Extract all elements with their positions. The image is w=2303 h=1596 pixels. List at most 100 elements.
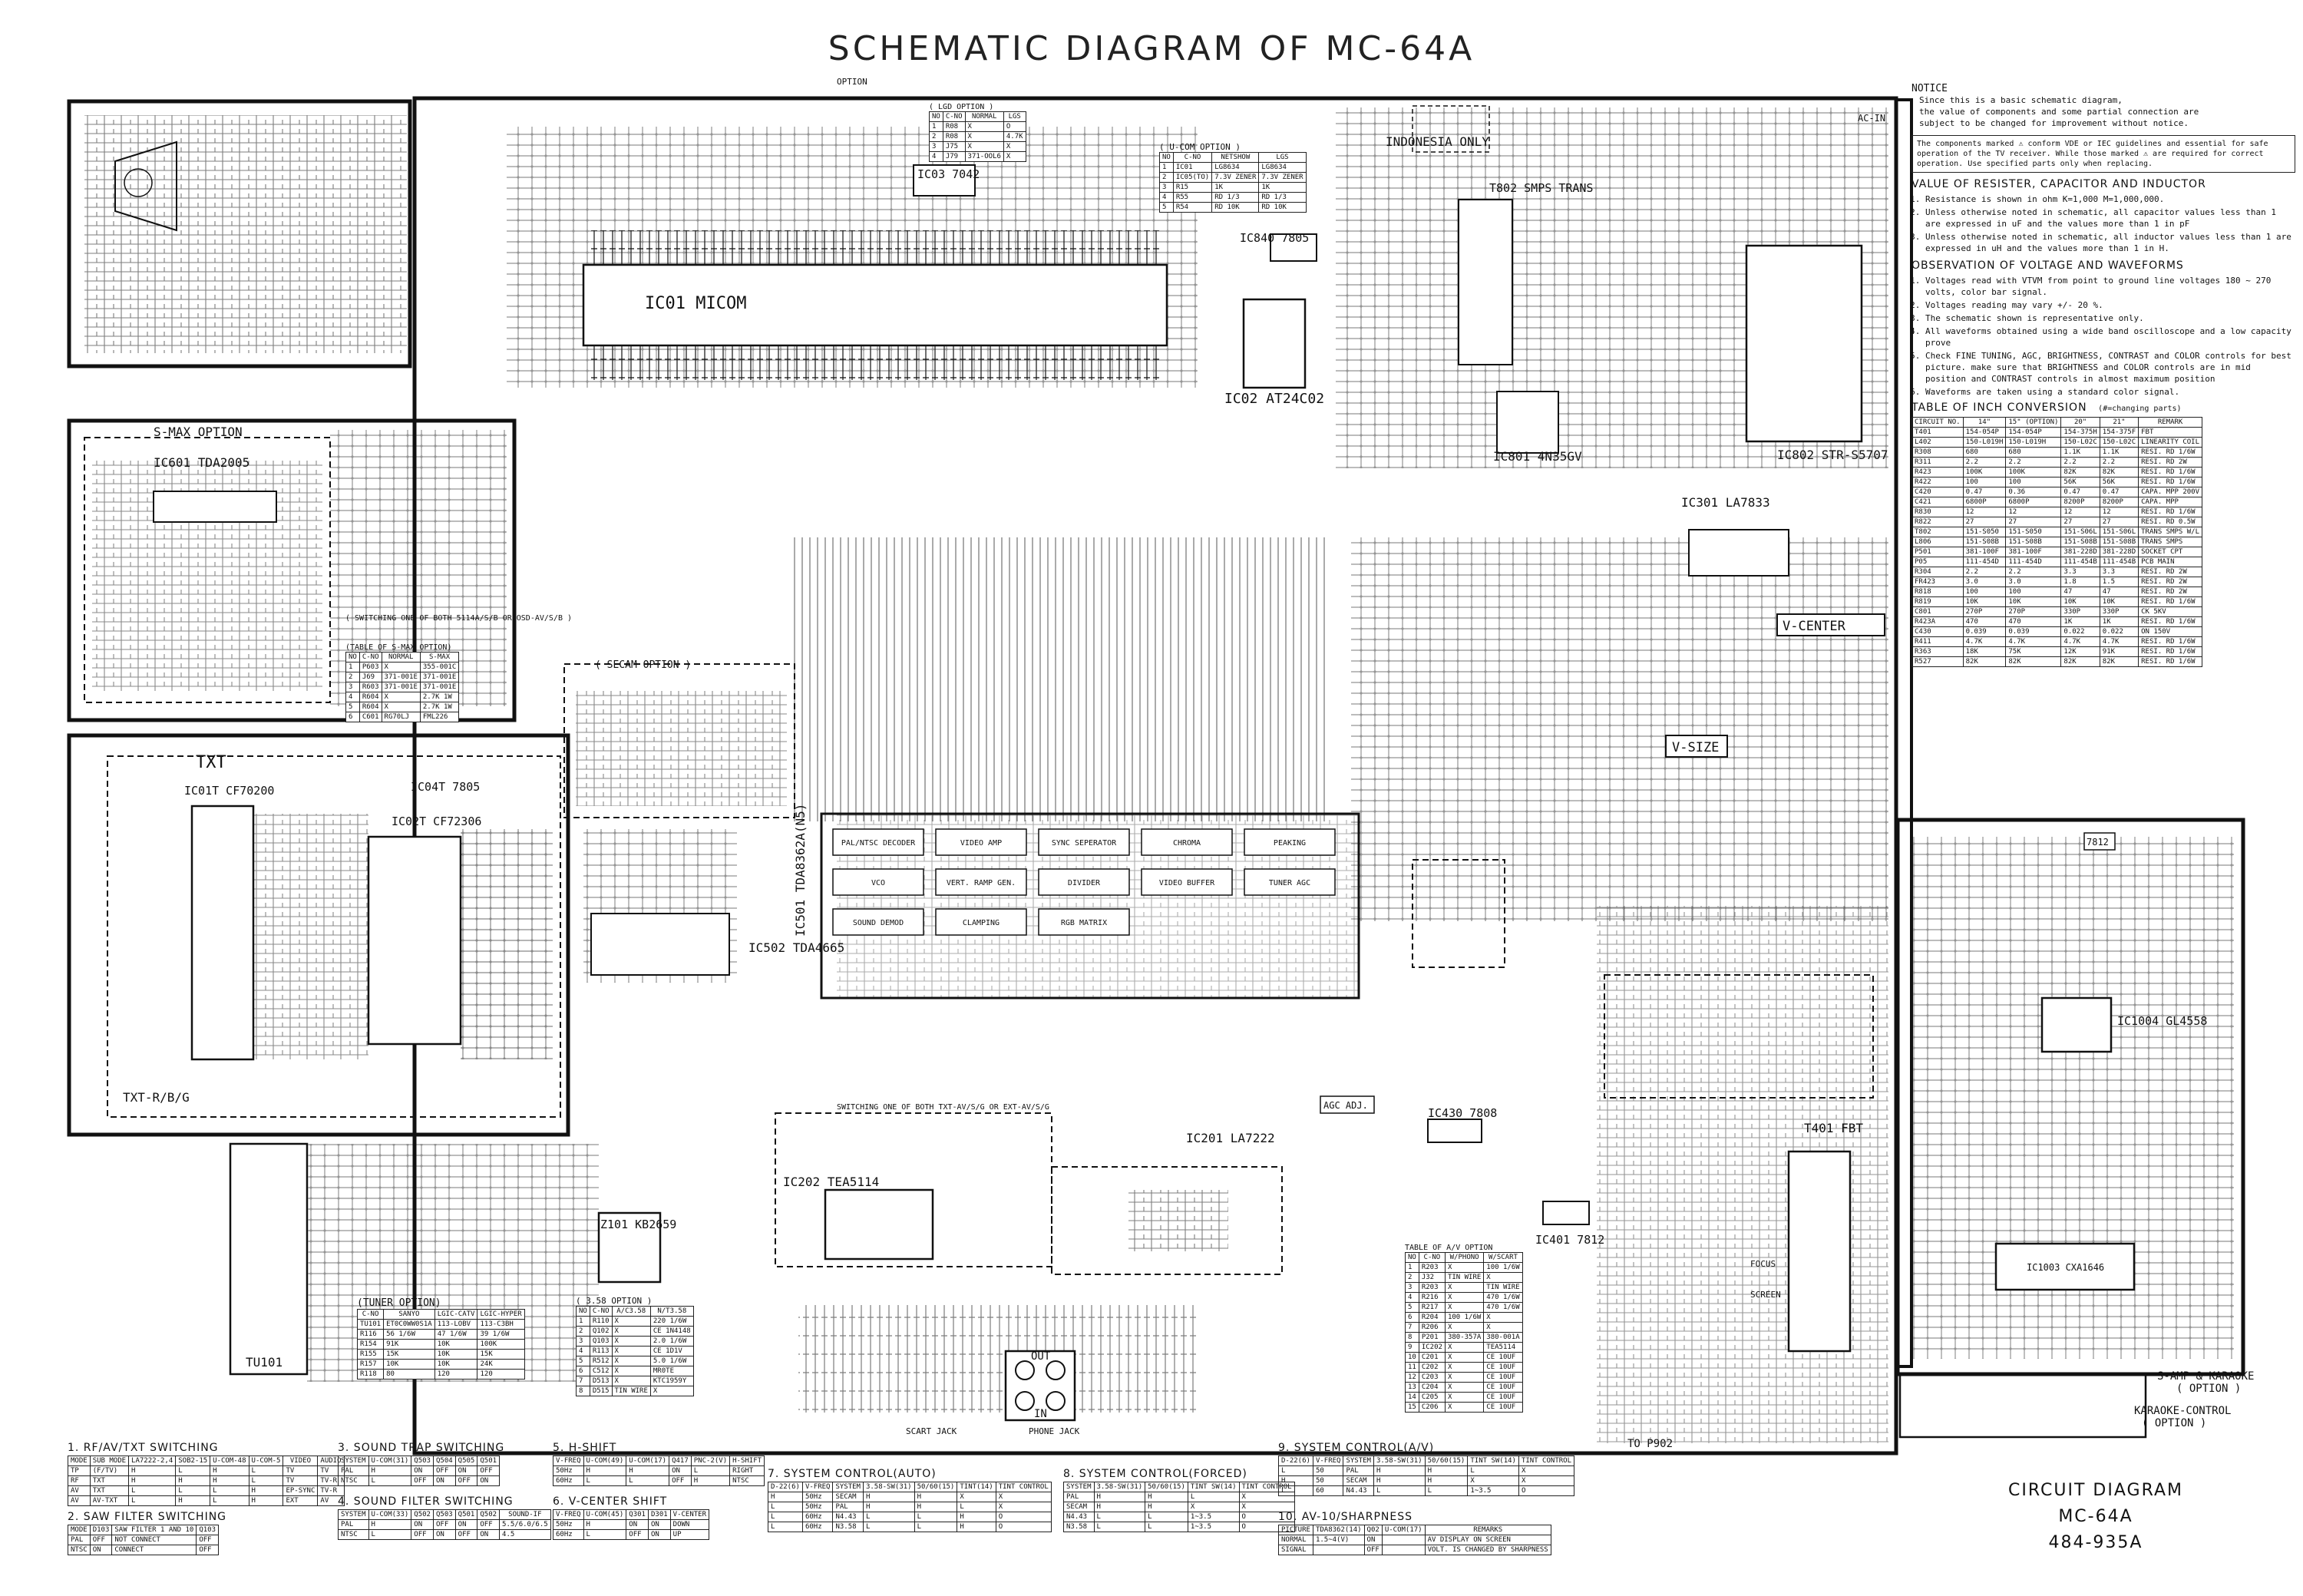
table-header-cell: TINT SW(14) — [1467, 1456, 1519, 1466]
ic502-label: IC502 TDA4665 — [748, 940, 844, 955]
table-header-cell: NO — [1405, 1252, 1419, 1263]
table-cell: 50Hz — [553, 1519, 584, 1530]
table-cell: L — [914, 1512, 958, 1522]
ic501-function-box — [1038, 868, 1130, 896]
ic501-function-box — [935, 908, 1027, 936]
table-cell — [1381, 1545, 1426, 1555]
ac-in-label: AC-IN — [1858, 113, 1885, 124]
table-cell: 1 — [929, 121, 943, 132]
table-cell: 12K — [2060, 646, 2100, 657]
table-cell: OFF — [454, 1475, 478, 1486]
table-cell: 111-454B — [2099, 557, 2139, 567]
table-cell: 82K — [1962, 656, 2007, 667]
table-cell: IC05(TO) — [1172, 172, 1213, 183]
table-cell: SIGNAL — [1278, 1545, 1313, 1555]
table-cell: OFF — [477, 1465, 501, 1476]
table-cell: X — [611, 1366, 651, 1376]
ic501-label: IC501 TDA8362A(N5) — [793, 804, 808, 937]
ic01-label: IC01 MICOM — [645, 294, 746, 313]
table-cell: X — [1187, 1502, 1240, 1512]
table-cell: O — [1003, 121, 1026, 132]
table-cell: L — [1373, 1485, 1426, 1496]
ic01-box — [582, 263, 1168, 347]
karaoke-section: IC1004 GL4558 IC1003 CXA1646 7812 S-AMP … — [1898, 832, 2254, 1439]
table-cell: R08 — [942, 131, 966, 142]
table-cell: X — [964, 131, 1004, 142]
table-cell: 270P — [2005, 606, 2062, 617]
table-cell: CAPA. MPP — [2138, 497, 2202, 507]
table-cell: CAPA. MPP 200V — [2138, 487, 2202, 497]
table-cell: X — [381, 692, 421, 702]
table-cell: 47 — [2099, 587, 2139, 597]
table-cell: RF — [68, 1475, 91, 1486]
table-cell: 56K — [2099, 477, 2139, 487]
table-header-cell: SYSTEM — [1063, 1482, 1095, 1492]
table-cell: X — [995, 1492, 1052, 1502]
table-cell: C430 — [1911, 626, 1964, 637]
agc-adj-label: AGC ADJ. — [1323, 1100, 1368, 1111]
secam-section: ( SECAM OPTION ) IC502 TDA4665 — [563, 659, 844, 983]
table-header-cell: U-COM(17) — [626, 1456, 670, 1466]
table-cell: 270P — [1962, 606, 2007, 617]
table-cell: TIN WIRE — [1483, 1282, 1523, 1293]
table-cell: PAL — [1343, 1465, 1374, 1476]
table-cell: 381-228D — [2060, 547, 2100, 557]
table-cell: 8200P — [2099, 497, 2139, 507]
table-cell: 60Hz — [801, 1522, 834, 1532]
ic501-function-box — [1038, 828, 1130, 856]
table-cell: H — [210, 1475, 249, 1486]
table-cell: VOLT. IS CHANGED BY SHARPNESS — [1424, 1545, 1551, 1555]
table-cell: X — [964, 121, 1004, 132]
notice-warning: The components marked ⚠ conform VDE or I… — [1911, 135, 2295, 173]
table-header-cell: V-CENTER — [669, 1509, 710, 1520]
table-cell: 50Hz — [553, 1465, 584, 1476]
txt-rbg-label: TXT-R/B/G — [123, 1090, 190, 1105]
table-cell: X — [611, 1336, 651, 1347]
ic501-function-label: PEAKING — [1274, 839, 1306, 848]
table-cell: X — [1444, 1402, 1485, 1413]
table-header-cell: PNC-2(V) — [690, 1456, 731, 1466]
table-cell: 0.022 — [2099, 626, 2139, 637]
table-cell: SECAM — [1343, 1475, 1374, 1486]
notice-line: the value of components and some partial… — [1919, 107, 2199, 117]
table-header-cell: MODE — [68, 1525, 91, 1535]
table-cell: 2.2 — [2005, 457, 2062, 468]
table-header-cell: Q501 — [477, 1456, 501, 1466]
table-cell: 1.1K — [2060, 447, 2100, 458]
value-item: Resistance is shown in ohm K=1,000 M=1,0… — [1925, 193, 2295, 205]
table-cell: X — [1444, 1392, 1485, 1403]
table-cell: 470 — [2005, 616, 2062, 627]
table-cell: 1K — [1211, 182, 1260, 193]
ic401-label: IC401 7812 — [1535, 1233, 1604, 1247]
to-p902-label: TO P902 — [1627, 1438, 1673, 1450]
table-cell: 5 — [345, 702, 360, 712]
observation-item: Voltages read with VTVM from point to gr… — [1925, 275, 2295, 298]
table-cell: 27 — [2060, 517, 2100, 527]
table-cell: 24K — [477, 1359, 525, 1370]
table-cell: 3 — [576, 1336, 590, 1347]
table-cell: CONNECT — [111, 1545, 197, 1555]
table-cell: EXT — [283, 1495, 319, 1506]
table-header-cell: MODE — [68, 1456, 91, 1466]
inch-table-note: (#=changing parts) — [2098, 405, 2182, 413]
table-header-cell: C-NO — [356, 1309, 385, 1320]
